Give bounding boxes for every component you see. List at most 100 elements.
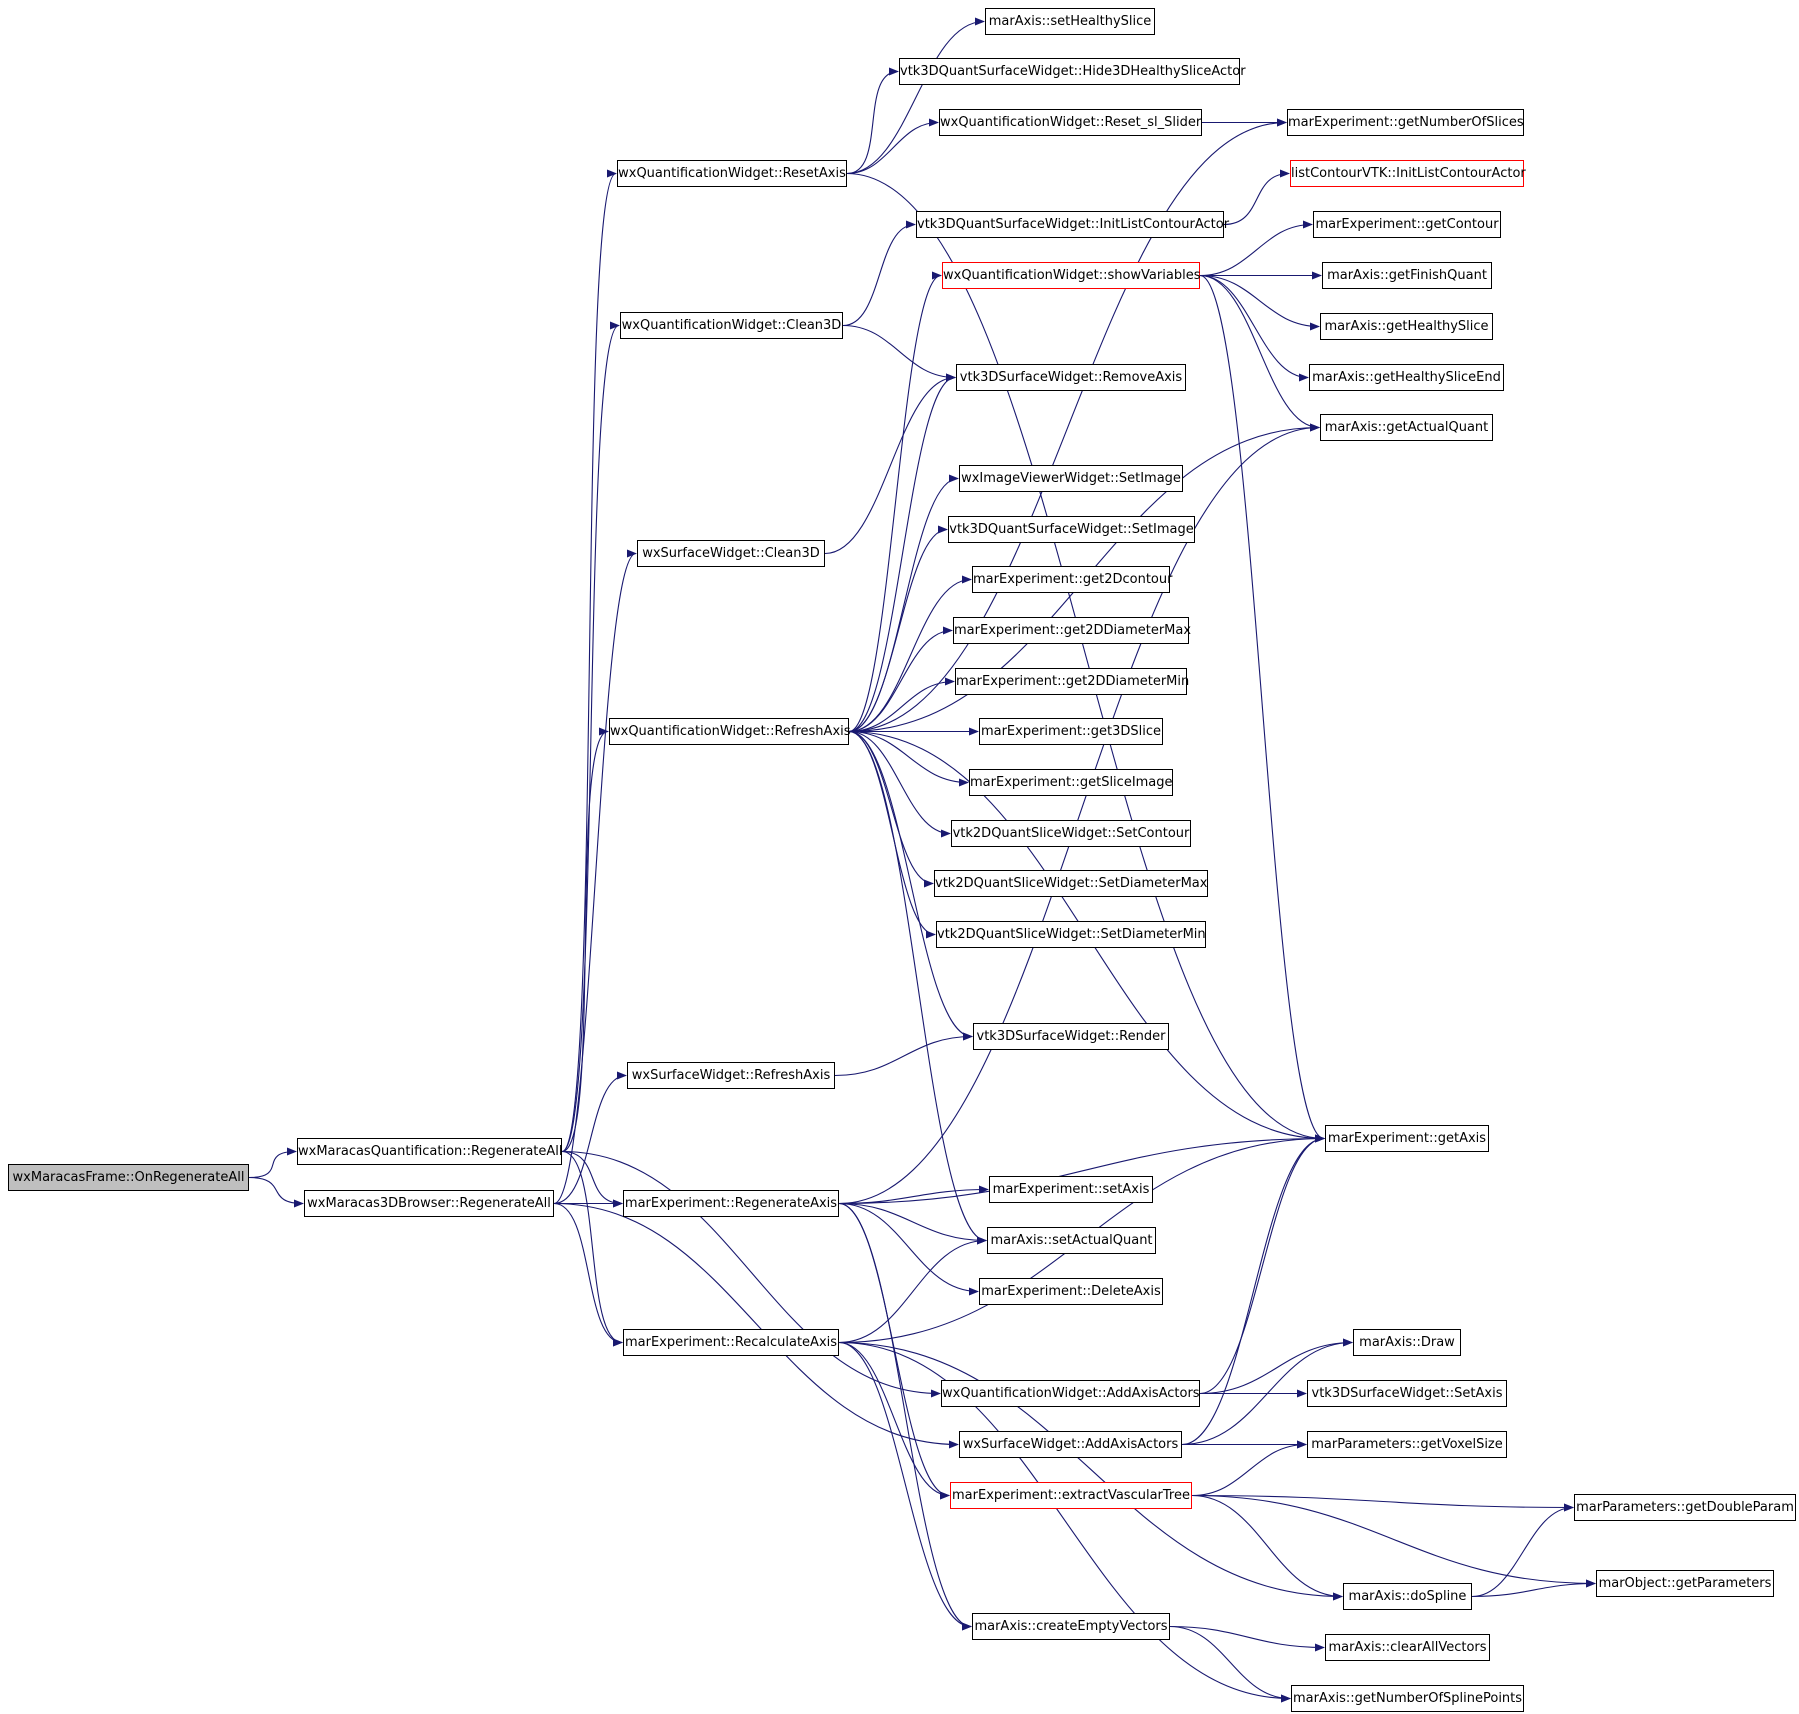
call-edge: [838, 1134, 1325, 1205]
call-edge: [1199, 274, 1320, 432]
node-reset-sl-slider[interactable]: wxQuantificationWidget::Reset_sl_Slider: [939, 109, 1202, 136]
call-edge: [1199, 1338, 1353, 1395]
node-set-actual-quant[interactable]: marAxis::setActualQuant: [987, 1227, 1156, 1254]
node-do-spline[interactable]: marAxis::doSpline: [1343, 1583, 1472, 1610]
node-hide3d-healthy-slice-actor[interactable]: vtk3DQuantSurfaceWidget::Hide3DHealthySl…: [899, 58, 1246, 85]
node-extract-vascular-tree[interactable]: marExperiment::extractVascularTree: [950, 1482, 1192, 1509]
node-get-healthy-slice-end[interactable]: marAxis::getHealthySliceEnd: [1309, 364, 1504, 391]
node-list-contour-vtk-init[interactable]: listContourVTK::InitListContourActor: [1290, 160, 1526, 187]
node-create-empty-vectors[interactable]: marAxis::createEmptyVectors: [972, 1613, 1170, 1640]
call-edge: [1223, 169, 1290, 226]
node-get-voxel-size[interactable]: marParameters::getVoxelSize: [1307, 1431, 1507, 1458]
call-edge: [846, 67, 899, 175]
call-edge: [838, 1341, 950, 1500]
node-vtk3d-set-image[interactable]: vtk3DQuantSurfaceWidget::SetImage: [948, 516, 1195, 543]
call-edge: [848, 626, 953, 733]
node-get-double-param[interactable]: marParameters::getDoubleParam: [1574, 1494, 1796, 1521]
call-edge: [824, 373, 956, 555]
node-set-diameter-min[interactable]: vtk2DQuantSliceWidget::SetDiameterMin: [936, 921, 1206, 948]
node-get-healthy-slice[interactable]: marAxis::getHealthySlice: [1320, 313, 1493, 340]
node-set-diameter-max[interactable]: vtk2DQuantSliceWidget::SetDiameterMax: [934, 870, 1208, 897]
node-quant-regenerate-all[interactable]: wxMaracasQuantification::RegenerateAll: [297, 1138, 563, 1165]
call-edge: [248, 1147, 297, 1179]
node-draw[interactable]: marAxis::Draw: [1353, 1329, 1461, 1356]
call-edge: [848, 575, 972, 733]
call-edge: [561, 169, 617, 1153]
call-edge: [248, 1176, 304, 1208]
call-edge: [1191, 1494, 1596, 1588]
node-get-number-of-slices[interactable]: marExperiment::getNumberOfSlices: [1287, 109, 1524, 136]
node-set-healthy-slice[interactable]: marAxis::setHealthySlice: [985, 8, 1155, 35]
call-edge: [838, 1202, 972, 1631]
node-reset-axis[interactable]: wxQuantificationWidget::ResetAxis: [617, 160, 847, 187]
node-image-viewer-set-image[interactable]: wxImageViewerWidget::SetImage: [959, 465, 1183, 492]
node-recalculate-axis[interactable]: marExperiment::RecalculateAxis: [623, 1329, 839, 1356]
node-regenerate-axis[interactable]: marExperiment::RegenerateAxis: [623, 1190, 839, 1217]
call-edge: [553, 549, 637, 1205]
node-browser-regenerate-all[interactable]: wxMaracas3DBrowser::RegenerateAll: [304, 1190, 554, 1217]
call-edge: [846, 17, 985, 175]
call-edge: [848, 373, 956, 733]
node-get-axis[interactable]: marExperiment::getAxis: [1325, 1125, 1489, 1152]
call-edge: [1181, 1134, 1325, 1446]
call-edge: [842, 220, 916, 327]
call-edge: [553, 1202, 959, 1449]
call-edge: [1199, 274, 1309, 382]
call-edge: [1169, 1625, 1291, 1703]
call-edge: [848, 730, 951, 838]
node-vtk3d-init-list-contour[interactable]: vtk3DQuantSurfaceWidget::InitListContour…: [916, 211, 1229, 238]
call-edge: [842, 324, 956, 382]
call-edge: [561, 321, 620, 1153]
node-delete-axis[interactable]: marExperiment::DeleteAxis: [979, 1278, 1163, 1305]
call-edge: [848, 525, 948, 733]
call-edge: [1471, 1503, 1574, 1598]
call-edge: [848, 474, 959, 733]
call-edge: [848, 118, 1287, 733]
node-get-3d-slice[interactable]: marExperiment::get3DSlice: [979, 718, 1163, 745]
call-edge: [553, 1202, 623, 1347]
call-edge: [848, 730, 969, 787]
call-edge: [838, 423, 1320, 1205]
call-edge: [838, 1202, 979, 1296]
node-quant-clean3d[interactable]: wxQuantificationWidget::Clean3D: [620, 312, 843, 339]
node-get-slice-image[interactable]: marExperiment::getSliceImage: [969, 769, 1173, 796]
call-edge: [1169, 1625, 1325, 1652]
node-get-2d-contour[interactable]: marExperiment::get2Dcontour: [972, 566, 1172, 593]
call-edge: [1199, 1134, 1325, 1395]
call-edge: [838, 1185, 989, 1205]
call-edge: [1471, 1579, 1596, 1598]
node-get-number-of-spline-points[interactable]: marAxis::getNumberOfSplinePoints: [1291, 1685, 1524, 1712]
node-root: wxMaracasFrame::OnRegenerateAll: [8, 1164, 249, 1191]
node-get-2d-diameter-max[interactable]: marExperiment::get2DDiameterMax: [953, 617, 1191, 644]
node-get-actual-quant[interactable]: marAxis::getActualQuant: [1320, 414, 1493, 441]
node-surface-refresh-axis[interactable]: wxSurfaceWidget::RefreshAxis: [627, 1062, 835, 1089]
node-get-finish-quant[interactable]: marAxis::getFinishQuant: [1322, 262, 1492, 289]
call-edge: [1199, 220, 1313, 277]
node-get-parameters[interactable]: marObject::getParameters: [1596, 1570, 1774, 1597]
call-edge: [1181, 1338, 1353, 1446]
call-edge: [553, 1071, 627, 1205]
call-edge: [1199, 274, 1325, 1143]
node-set-axis[interactable]: marExperiment::setAxis: [989, 1176, 1153, 1203]
node-render[interactable]: vtk3DSurfaceWidget::Render: [973, 1023, 1169, 1050]
node-show-variables[interactable]: wxQuantificationWidget::showVariables: [942, 262, 1200, 289]
node-quant-refresh-axis[interactable]: wxQuantificationWidget::RefreshAxis: [609, 718, 851, 745]
call-edge: [848, 730, 936, 939]
call-edge: [1191, 1494, 1574, 1512]
call-edge: [1191, 1494, 1343, 1601]
node-remove-axis[interactable]: vtk3DSurfaceWidget::RemoveAxis: [956, 364, 1186, 391]
call-edge: [838, 1341, 1343, 1601]
node-get-contour[interactable]: marExperiment::getContour: [1313, 211, 1501, 238]
node-set-contour[interactable]: vtk2DQuantSliceWidget::SetContour: [951, 820, 1191, 847]
node-add-axis-actors-surface[interactable]: wxSurfaceWidget::AddAxisActors: [959, 1431, 1182, 1458]
call-edge: [848, 730, 934, 888]
call-edge: [1199, 274, 1320, 331]
node-vtk3d-set-axis[interactable]: vtk3DSurfaceWidget::SetAxis: [1307, 1380, 1507, 1407]
node-clear-all-vectors[interactable]: marAxis::clearAllVectors: [1325, 1634, 1490, 1661]
node-get-2d-diameter-min[interactable]: marExperiment::get2DDiameterMin: [955, 668, 1189, 695]
node-surface-clean3d[interactable]: wxSurfaceWidget::Clean3D: [637, 540, 825, 567]
call-edge: [834, 1032, 973, 1077]
call-edge: [838, 1341, 1291, 1703]
node-add-axis-actors-quant[interactable]: wxQuantificationWidget::AddAxisActors: [941, 1380, 1200, 1407]
